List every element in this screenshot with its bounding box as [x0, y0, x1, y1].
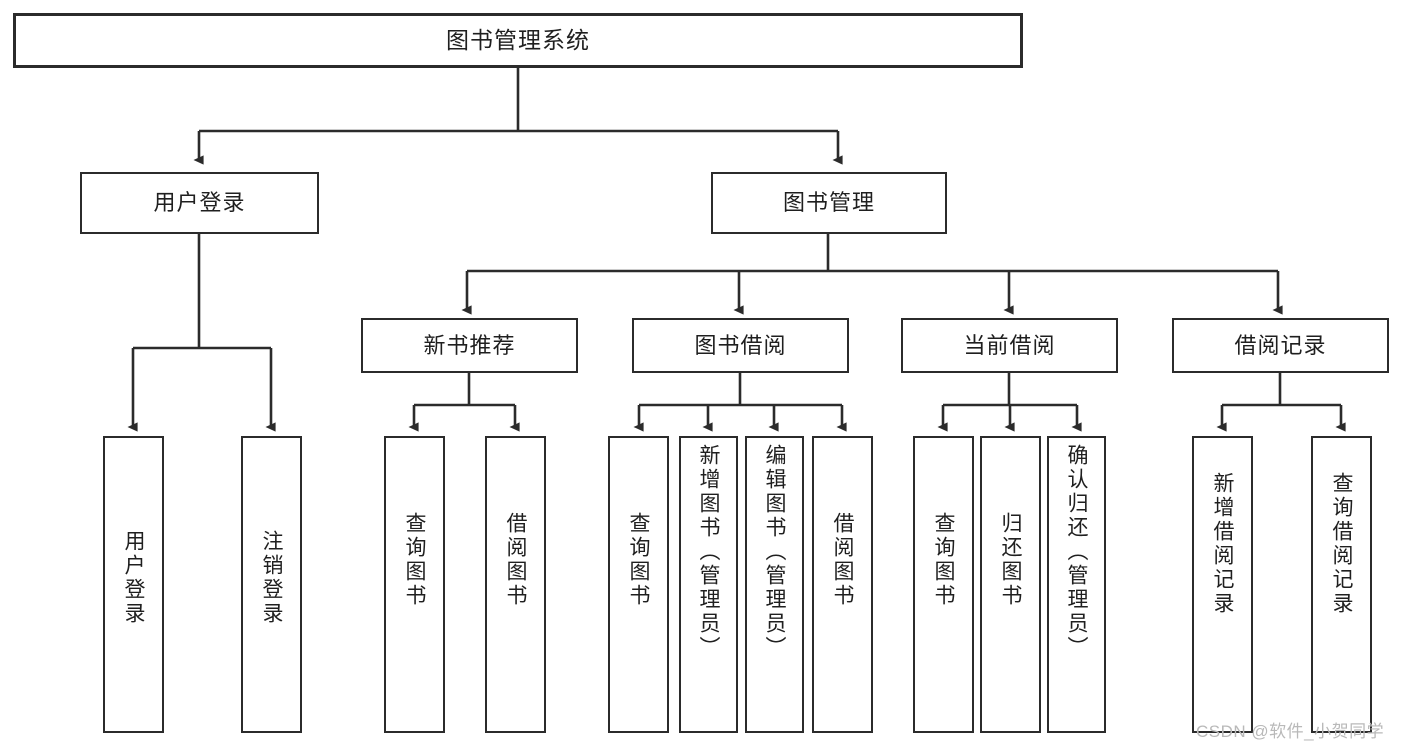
node-leaf-add-record[interactable]: 新增借阅记录	[1192, 436, 1253, 733]
node-book-borrow[interactable]: 图书借阅	[632, 318, 849, 373]
node-book-management-label: 图书管理	[782, 190, 875, 216]
node-leaf-return-book[interactable]: 归还图书	[980, 436, 1041, 733]
node-leaf-query-record[interactable]: 查询借阅记录	[1311, 436, 1372, 733]
node-borrow-record[interactable]: 借阅记录	[1172, 318, 1389, 373]
node-leaf-add-record-label: 新增借阅记录	[1211, 472, 1234, 616]
node-leaf-borrow-book-2[interactable]: 借阅图书	[812, 436, 873, 733]
node-leaf-query-book-3-label: 查询图书	[932, 512, 955, 608]
node-leaf-user-login-label: 用户登录	[122, 530, 145, 626]
node-leaf-add-book[interactable]: 新增图书（管理员）	[679, 436, 738, 733]
node-leaf-query-book-1[interactable]: 查询图书	[384, 436, 445, 733]
node-current-borrow-label: 当前借阅	[963, 332, 1056, 358]
node-leaf-query-record-label: 查询借阅记录	[1330, 472, 1353, 616]
node-leaf-logout-login-label: 注销登录	[260, 530, 283, 626]
node-leaf-borrow-book-1[interactable]: 借阅图书	[485, 436, 546, 733]
node-leaf-query-book-3[interactable]: 查询图书	[913, 436, 974, 733]
node-book-management[interactable]: 图书管理	[711, 172, 947, 234]
node-leaf-edit-book-label: 编辑图书（管理员）	[763, 444, 786, 660]
node-book-borrow-label: 图书借阅	[694, 332, 787, 358]
node-root[interactable]: 图书管理系统	[13, 13, 1023, 68]
node-leaf-edit-book[interactable]: 编辑图书（管理员）	[745, 436, 804, 733]
node-leaf-query-book-2-label: 查询图书	[627, 512, 650, 608]
node-leaf-query-book-2[interactable]: 查询图书	[608, 436, 669, 733]
node-leaf-add-book-label: 新增图书（管理员）	[697, 444, 720, 660]
node-leaf-borrow-book-1-label: 借阅图书	[504, 512, 527, 608]
node-new-book-recommend[interactable]: 新书推荐	[361, 318, 578, 373]
node-leaf-query-book-1-label: 查询图书	[403, 512, 426, 608]
node-leaf-confirm-return[interactable]: 确认归还（管理员）	[1047, 436, 1106, 733]
node-leaf-return-book-label: 归还图书	[999, 512, 1022, 608]
node-user-login[interactable]: 用户登录	[80, 172, 319, 234]
node-current-borrow[interactable]: 当前借阅	[901, 318, 1118, 373]
node-leaf-borrow-book-2-label: 借阅图书	[831, 512, 854, 608]
node-borrow-record-label: 借阅记录	[1234, 332, 1327, 358]
watermark-text: CSDN @软件_小贺同学	[1196, 722, 1385, 741]
node-leaf-confirm-return-label: 确认归还（管理员）	[1065, 444, 1088, 660]
node-leaf-user-login[interactable]: 用户登录	[103, 436, 164, 733]
node-leaf-logout-login[interactable]: 注销登录	[241, 436, 302, 733]
node-root-label: 图书管理系统	[446, 27, 590, 54]
node-user-login-label: 用户登录	[153, 190, 246, 216]
node-new-book-recommend-label: 新书推荐	[423, 332, 516, 358]
